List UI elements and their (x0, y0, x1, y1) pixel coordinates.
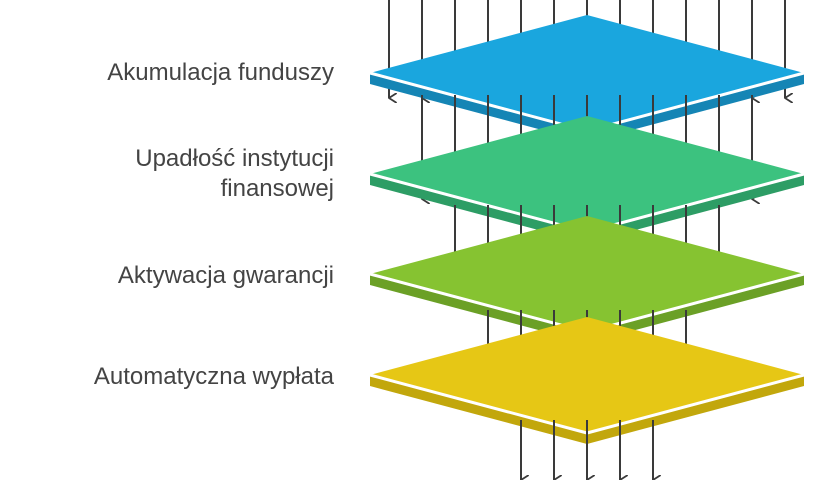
stage-label-upadlosc-instytucji: Upadłość instytucji finansowej (4, 144, 334, 204)
stage-label-automatyczna-wyplata: Automatyczna wypłata (4, 362, 334, 392)
platform-top (370, 317, 804, 433)
stage-label-line: finansowej (220, 175, 334, 202)
stage-label-line: Aktywacja gwarancji (117, 262, 334, 289)
stage-label-line: Upadłość instytucji (135, 145, 334, 172)
stage-label-akumulacja-funduszy: Akumulacja funduszy (4, 58, 334, 88)
stage-label-line: Akumulacja funduszy (107, 59, 334, 86)
output-arrows (520, 420, 653, 480)
stage-label-aktywacja-gwarancji: Aktywacja gwarancji (4, 261, 334, 291)
stage-label-line: Automatyczna wypłata (93, 363, 334, 390)
